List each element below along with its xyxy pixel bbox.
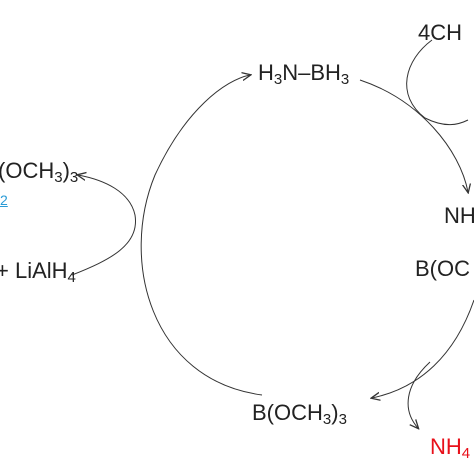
methanol-inflow-arrow <box>406 39 469 126</box>
link-fragment-label[interactable]: 2 <box>0 192 8 208</box>
ammonia-borane-label: H3N–BH3 <box>258 60 350 88</box>
ammonium-byproduct-label: NH4 <box>430 434 471 462</box>
nh-right-label: NH <box>444 203 474 228</box>
ammonium-outflow-arrow <box>407 361 431 428</box>
regeneration-branch-arrow <box>71 175 137 276</box>
lialh4-label: + LiAlH4 <box>0 258 76 286</box>
cycle-arc-top-right <box>359 79 468 192</box>
trimethyl-borate-left-label: (OCH3)3 <box>0 158 79 186</box>
cycle-arc-bottom-right <box>372 299 474 398</box>
methanol-reagent-label: 4CH <box>418 20 463 45</box>
trimethyl-borate-right-label: B(OC <box>415 256 470 281</box>
cycle-arc-top-left <box>140 75 263 396</box>
trimethyl-borate-bottom-label: B(OCH3)3 <box>252 400 347 428</box>
